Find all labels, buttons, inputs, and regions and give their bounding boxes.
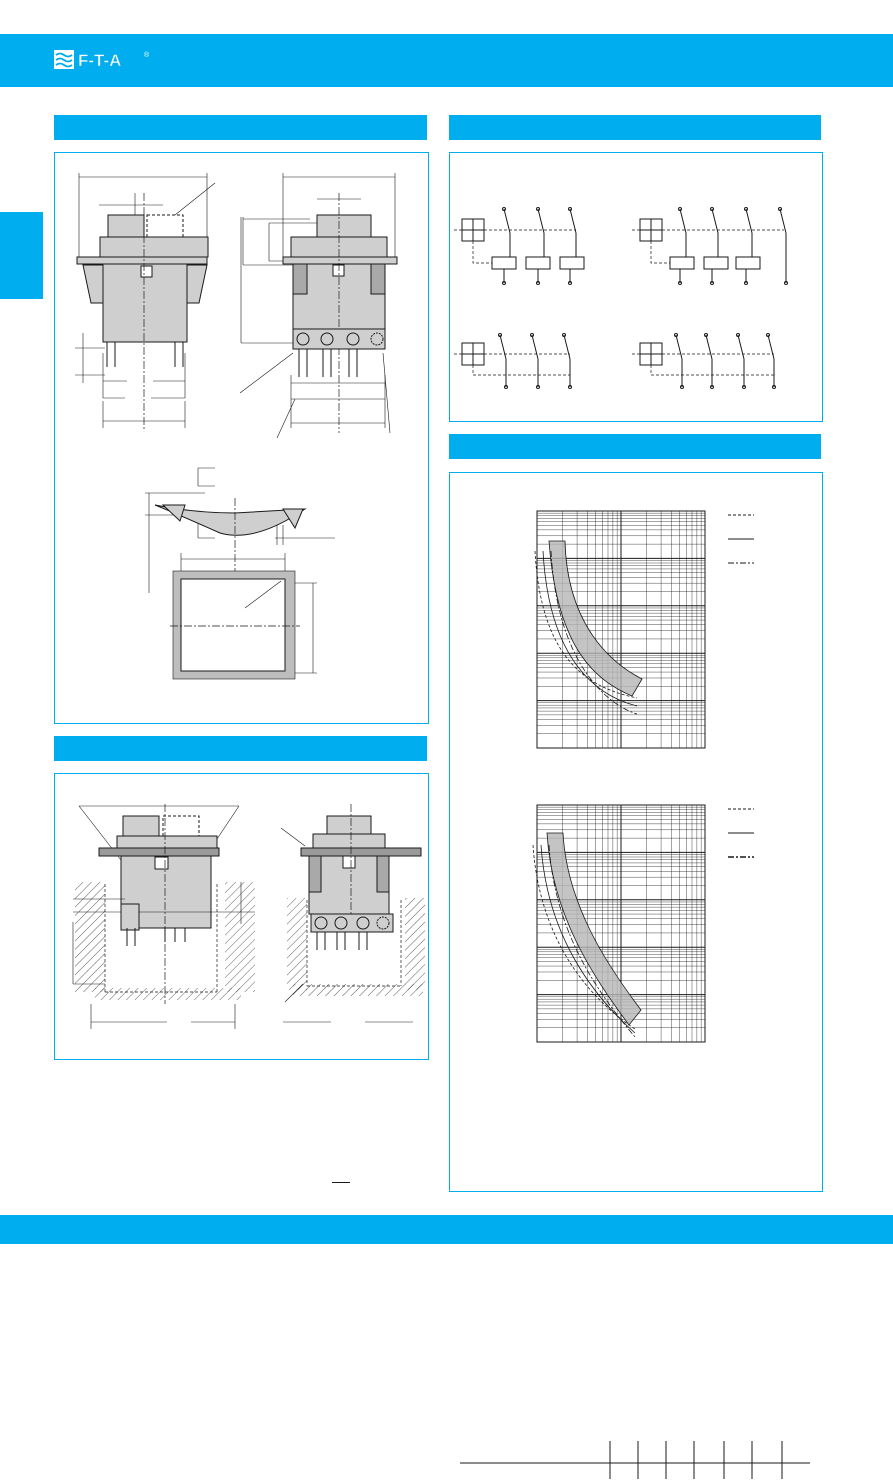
series-line-solid bbox=[542, 550, 638, 707]
side-view-drawing bbox=[239, 173, 398, 439]
mounting-side-view bbox=[280, 804, 425, 1023]
circuit-diagram-1 bbox=[454, 207, 585, 285]
legend-lower bbox=[728, 808, 754, 858]
footer-band bbox=[0, 1215, 893, 1244]
legend-upper bbox=[728, 514, 754, 564]
circuit-diagram-4 bbox=[632, 333, 776, 389]
circuit-diagrams bbox=[454, 207, 788, 389]
tolerance-band bbox=[548, 540, 643, 697]
section-bar-dimensions bbox=[54, 115, 427, 140]
ratings-table-lines bbox=[460, 1441, 810, 1479]
page-number-underline bbox=[332, 1182, 350, 1183]
tolerance-band bbox=[546, 832, 642, 1026]
circuit-diagram-3 bbox=[454, 333, 572, 389]
trip-curve-chart-upper bbox=[534, 510, 706, 749]
dimensions-drawing bbox=[75, 173, 398, 680]
series-line-dashed bbox=[534, 550, 638, 699]
mounting-panel bbox=[54, 773, 429, 1060]
header-band bbox=[0, 34, 893, 87]
section-bar-mounting bbox=[54, 736, 427, 761]
circuit-diagram-2 bbox=[632, 207, 788, 285]
logo-text: F-T-A bbox=[78, 51, 121, 70]
ratings-table bbox=[458, 1441, 813, 1481]
side-tab bbox=[0, 212, 43, 299]
registered-mark: ® bbox=[144, 51, 150, 59]
dimensions-panel bbox=[54, 152, 429, 724]
mounting-drawing bbox=[72, 804, 425, 1029]
section-bar-trip-curves bbox=[449, 434, 821, 459]
series-line-dashed bbox=[532, 844, 636, 1030]
trip-curves-panel bbox=[449, 472, 823, 1479]
series-line-dash-dot bbox=[548, 844, 636, 1038]
front-view-drawing bbox=[75, 173, 216, 431]
brand-logo: F-T-A ® bbox=[54, 50, 150, 70]
section-bar-circuit-diagrams bbox=[449, 115, 821, 140]
panel-cutout-drawing bbox=[145, 467, 335, 680]
series-line-dash-dot bbox=[550, 550, 638, 715]
mounting-front-view bbox=[72, 804, 255, 1029]
trip-curve-chart-lower bbox=[532, 804, 706, 1043]
circuit-diagrams-panel bbox=[449, 152, 823, 422]
trip-curve-charts bbox=[532, 510, 754, 1043]
